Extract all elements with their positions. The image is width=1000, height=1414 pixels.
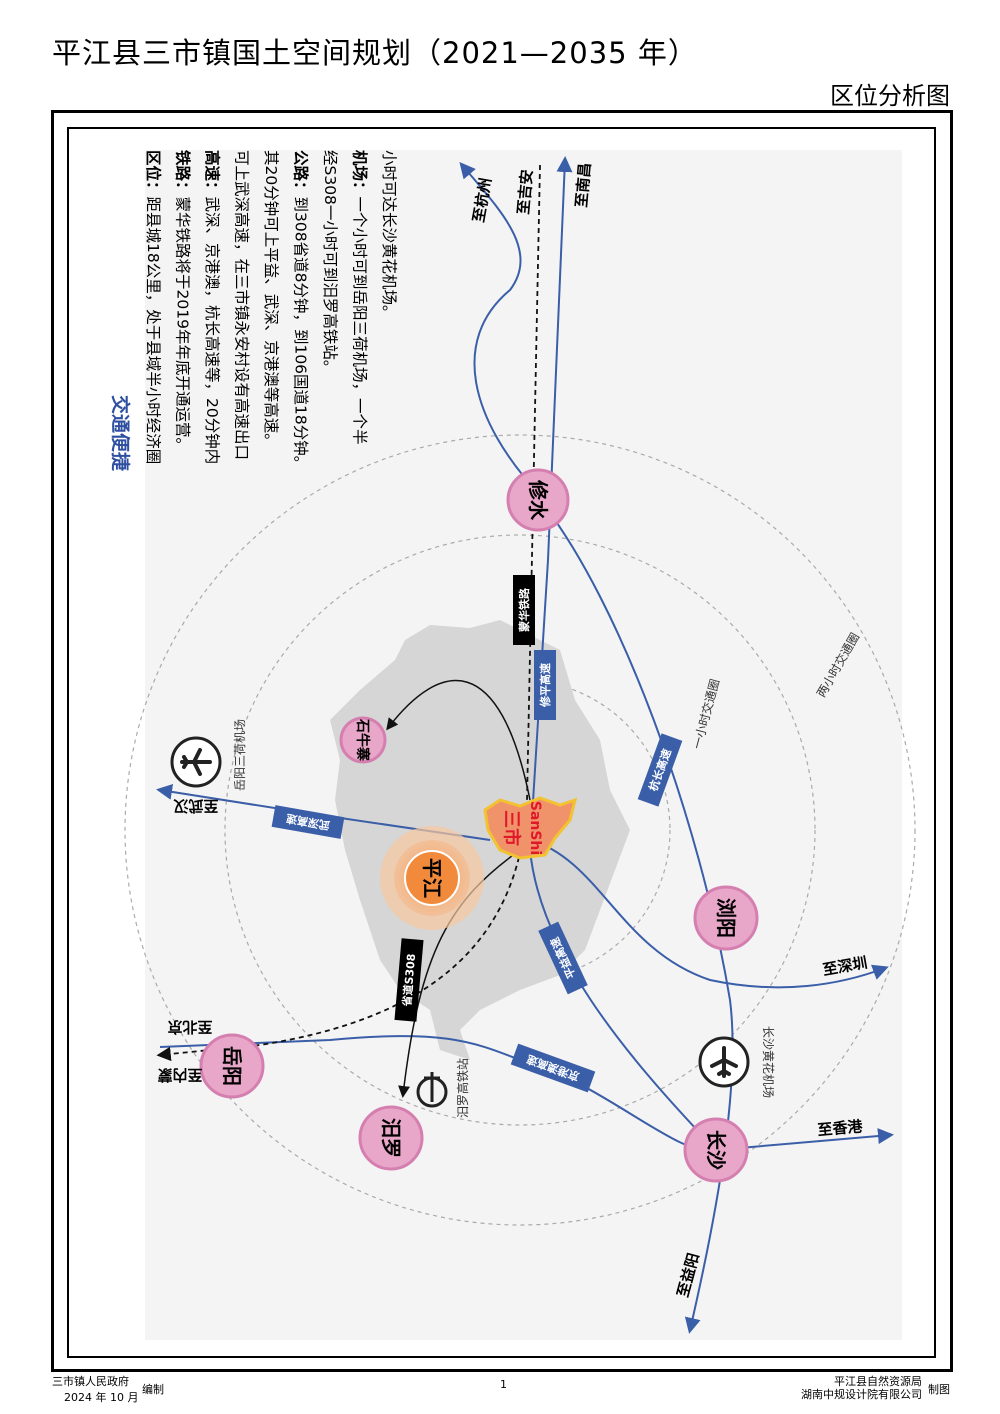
info-line-key: 铁路： (174, 150, 193, 197)
city-label-pingjiang: 平江 (420, 858, 444, 898)
info-line: 公路：到308省道8分钟，到106国道18分钟。 (292, 150, 311, 471)
label-text: 至内蒙 (157, 1066, 202, 1084)
map-label-xiuping: 修平高速 (534, 650, 556, 720)
footer-left-org: 三市镇人民政府 (52, 1375, 129, 1388)
label-text: 长沙黄花机场 (761, 1026, 776, 1098)
city-marker-liuyang: 浏阳 (693, 885, 759, 951)
road-hangchang (539, 499, 734, 1334)
info-line-text: 距县城18公里，处于县域半小时经济圈 (144, 197, 162, 465)
city-marker-pingjiang: 平江 (404, 850, 460, 906)
info-line-text: 武深、京港澳，杭长高速等，20分钟内 (203, 197, 221, 465)
page-title: 平江县三市镇国土空间规划（2021—2035 年） (52, 36, 698, 70)
page-number: 1 (500, 1378, 507, 1391)
map-label-miluo_station: 汨罗高铁站 (455, 1058, 470, 1118)
info-line: 区位：距县城18公里，处于县域半小时经济圈 (144, 150, 163, 464)
ring-two-hour (124, 434, 916, 1226)
city-marker-miluo: 汨罗 (358, 1105, 424, 1171)
footer-left-action: 编制 (142, 1383, 164, 1396)
road-to-hangzhou (459, 161, 541, 496)
info-line-text: 经S308一小时可到汨罗高铁站。 (321, 150, 339, 375)
road-label-box (637, 733, 683, 807)
city-label-changsha: 长沙 (704, 1130, 728, 1170)
footer-right-action: 制图 (928, 1383, 950, 1396)
rail-station-icon (416, 1072, 448, 1108)
map-label-wushen: 武深高速 (271, 805, 345, 839)
map-label-nanchang: 至南昌 (572, 162, 594, 208)
map-label-wuhan: 至武汉 (173, 797, 219, 815)
road-pingyi (529, 849, 717, 1151)
map-subtitle: 区位分析图 (830, 82, 950, 110)
label-text: 至武汉 (173, 797, 219, 815)
city-label-xiushui: 修水 (526, 479, 550, 521)
footer-left-date: 2024 年 10 月 (64, 1391, 139, 1404)
map-label-sanshi: 三市 (501, 810, 523, 846)
map-label-sanshi_pinyin: SanShi (527, 801, 543, 855)
sanshi-town-area (483, 796, 578, 860)
info-line: 小时可达长沙黄花机场。 (380, 150, 398, 321)
info-line: 铁路：蒙华铁路将于2019年年底开通运营。 (174, 150, 193, 453)
map-label-changsha_airport: 长沙黄花机场 (761, 1026, 776, 1098)
road-label-box (513, 575, 535, 645)
info-line-key: 高速： (203, 150, 222, 197)
city-label-yueyang: 岳阳 (220, 1046, 244, 1086)
inner-frame (67, 127, 936, 1358)
map-label-xianggang: 至香港 (817, 1117, 864, 1139)
footer-right-org2: 湖南中规设计院有限公司 (801, 1388, 922, 1401)
road-label-box (538, 921, 588, 995)
road-xiuping (529, 156, 573, 851)
info-line-text: 蒙华铁路将于2019年年底开通运营。 (174, 197, 192, 453)
road-label-box (534, 650, 556, 720)
label-text: 至吉安 (514, 169, 536, 215)
outer-frame (51, 110, 953, 1372)
info-line-key: 区位： (144, 150, 163, 197)
route-to-shiniuzhai (386, 679, 531, 801)
info-line-key: 公路： (292, 150, 311, 197)
city-marker-shiniuzhai: 石牛寨 (339, 716, 387, 764)
info-line-text: 可上武深高速，在三市镇永安村设有高速出口 (233, 150, 251, 460)
city-label-miluo: 汨罗 (379, 1118, 403, 1158)
road-s308 (398, 849, 521, 1098)
info-line-text: 其20分钟可上平益、武深、京港澳等高速。 (262, 150, 280, 449)
label-text: SanShi (527, 801, 543, 855)
label-text: 修平高速 (538, 663, 552, 708)
map-label-yueyang_airport: 岳阳三荷机场 (233, 719, 247, 791)
road-wushen-east (529, 839, 889, 989)
map-label-beijing: 至北京 (167, 1018, 212, 1036)
label-text: 至北京 (167, 1018, 212, 1036)
info-line-text: 小时可达长沙黄花机场。 (380, 150, 398, 321)
map-label-menghua: 蒙华铁路 (513, 575, 535, 645)
info-heading: 交通便捷 (109, 395, 132, 472)
info-line: 机场：一个小时可到岳阳三荷机场，一个半 (351, 150, 370, 445)
info-line: 可上武深高速，在三市镇永安村设有高速出口 (233, 150, 251, 460)
city-marker-xiushui: 修水 (506, 468, 570, 532)
city-label-liuyang: 浏阳 (714, 898, 738, 938)
airplane-icon (170, 736, 222, 788)
label-text: 至香港 (817, 1117, 864, 1139)
airplane-icon (698, 1036, 750, 1088)
label-text: 三市 (501, 810, 523, 846)
info-line: 高速：武深、京港澳，杭长高速等，20分钟内 (203, 150, 222, 464)
road-label-box (271, 805, 345, 839)
map-label-jian: 至吉安 (514, 169, 536, 215)
map-label-s308: 省道S308 (394, 938, 424, 1022)
city-label-shiniuzhai: 石牛寨 (354, 718, 371, 762)
label-text: 至南昌 (572, 162, 594, 208)
road-label-box (510, 1043, 596, 1093)
label-text: 岳阳三荷机场 (233, 719, 247, 791)
road-label-box (394, 938, 424, 1022)
label-text: 省道S308 (399, 953, 418, 1008)
city-marker-changsha: 长沙 (683, 1117, 749, 1183)
info-line-text: 一个小时可到岳阳三荷机场，一个半 (351, 197, 369, 445)
info-line: 其20分钟可上平益、武深、京港澳等高速。 (262, 150, 280, 449)
label-text: 蒙华铁路 (517, 587, 531, 632)
map-label-neimeng: 至内蒙 (157, 1066, 202, 1084)
label-text: 汨罗高铁站 (455, 1058, 470, 1118)
info-line: 经S308一小时可到汨罗高铁站。 (321, 150, 339, 375)
city-marker-yueyang: 岳阳 (199, 1033, 265, 1099)
info-line-text: 到308省道8分钟，到106国道18分钟。 (292, 197, 310, 472)
footer-right-org1: 平江县自然资源局 (834, 1375, 922, 1388)
info-panel: 交通便捷区位：距县城18公里，处于县域半小时经济圈铁路：蒙华铁路将于2019年年… (109, 150, 398, 472)
info-line-key: 机场： (351, 150, 370, 197)
ring-one-hour (224, 534, 816, 1126)
